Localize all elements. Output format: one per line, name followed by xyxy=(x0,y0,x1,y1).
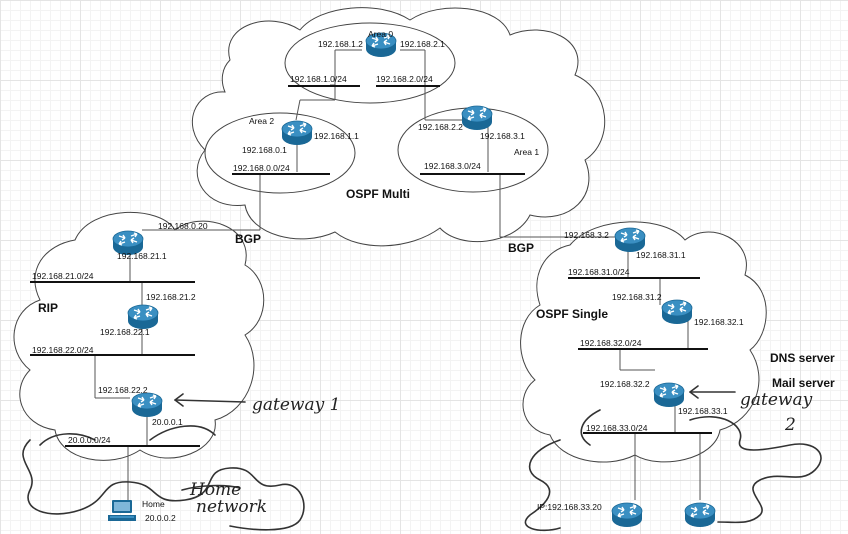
gateway-2-note-1: gateway xyxy=(740,390,813,410)
ospfs-net2: 192.168.32.0/24 xyxy=(580,338,642,348)
rip-r1-ip: 192.168.21.1 xyxy=(117,251,167,261)
area1-net: 192.168.3.0/24 xyxy=(424,161,481,171)
ospf-multi-cloud xyxy=(191,7,606,247)
router-icon xyxy=(661,299,693,325)
rip-r3-ip-upper: 192.168.22.2 xyxy=(98,385,148,395)
router-icon xyxy=(684,502,716,528)
rip-net2: 192.168.22.0/24 xyxy=(32,345,94,355)
router-icon xyxy=(653,382,685,408)
ospfs-r3-ip-lower: 192.168.33.1 xyxy=(678,406,728,416)
router-icon xyxy=(131,392,163,418)
rip-r2-ip-upper: 192.168.21.2 xyxy=(146,292,196,302)
ospfs-r2-ip-right: 192.168.32.1 xyxy=(694,317,744,327)
area2-ip-upper: 192.168.1.1 xyxy=(314,131,359,141)
router-icon xyxy=(461,105,493,131)
wires xyxy=(94,49,701,505)
handdrawn-scribbles xyxy=(22,385,822,532)
area2-ip-lower: 192.168.0.1 xyxy=(242,145,287,155)
ospf-single-cloud xyxy=(520,221,767,463)
area2-net: 192.168.0.0/24 xyxy=(233,163,290,173)
ospfs-r2-ip-upper: 192.168.31.2 xyxy=(612,292,662,302)
home-network-note-1: Home xyxy=(189,480,241,500)
router-icon xyxy=(611,502,643,528)
area1-ip-upper: 192.168.2.2 xyxy=(418,122,463,132)
area1-ip-lower: 192.168.3.1 xyxy=(480,131,525,141)
router-icon xyxy=(281,120,313,146)
bgp-left-ip: 192.168.0.20 xyxy=(158,221,208,231)
router-icon xyxy=(127,304,159,330)
dns-server-label: DNS server xyxy=(770,351,835,365)
rip-title: RIP xyxy=(38,301,58,315)
computer-icon xyxy=(108,500,136,521)
router-icon xyxy=(614,227,646,253)
area2-label: Area 2 xyxy=(249,116,274,126)
area0-ip-right: 192.168.2.1 xyxy=(400,39,445,49)
bgp-right-label: BGP xyxy=(508,241,534,255)
area0-ip-left: 192.168.1.2 xyxy=(318,39,363,49)
network-buses xyxy=(30,85,712,447)
home-label: Home xyxy=(142,499,165,509)
gateway-2-note-2: 2 xyxy=(784,415,796,435)
gateway-1-note: gateway 1 xyxy=(252,395,340,415)
area0-net-left: 192.168.1.0/24 xyxy=(290,74,347,84)
rip-r2-ip-lower: 192.168.22.1 xyxy=(100,327,150,337)
ospf-single-title: OSPF Single xyxy=(536,307,608,321)
rip-r3-ip-lower: 20.0.0.1 xyxy=(152,417,183,427)
home-network-note-2: network xyxy=(196,497,267,517)
server-ip: IP:192.168.33.20 xyxy=(537,502,602,512)
rip-net3: 20.0.0.0/24 xyxy=(68,435,111,445)
rip-net1: 192.168.21.0/24 xyxy=(32,271,94,281)
ospfs-r1-ip: 192.168.31.1 xyxy=(636,250,686,260)
area0-label: Area 0 xyxy=(368,29,393,39)
rip-cloud xyxy=(13,211,265,461)
home-ip: 20.0.0.2 xyxy=(145,513,176,523)
area0-net-right: 192.168.2.0/24 xyxy=(376,74,433,84)
ospfs-net3: 192.168.33.0/24 xyxy=(586,423,648,433)
bgp-right-ip: 192.168.3.2 xyxy=(564,230,609,240)
ospf-multi-title: OSPF Multi xyxy=(346,187,410,201)
mail-server-label: Mail server xyxy=(772,376,835,390)
ospfs-r3-ip-left: 192.168.32.2 xyxy=(600,379,650,389)
area1-label: Area 1 xyxy=(514,147,539,157)
ospfs-net1: 192.168.31.0/24 xyxy=(568,267,630,277)
bgp-left-label: BGP xyxy=(235,232,261,246)
